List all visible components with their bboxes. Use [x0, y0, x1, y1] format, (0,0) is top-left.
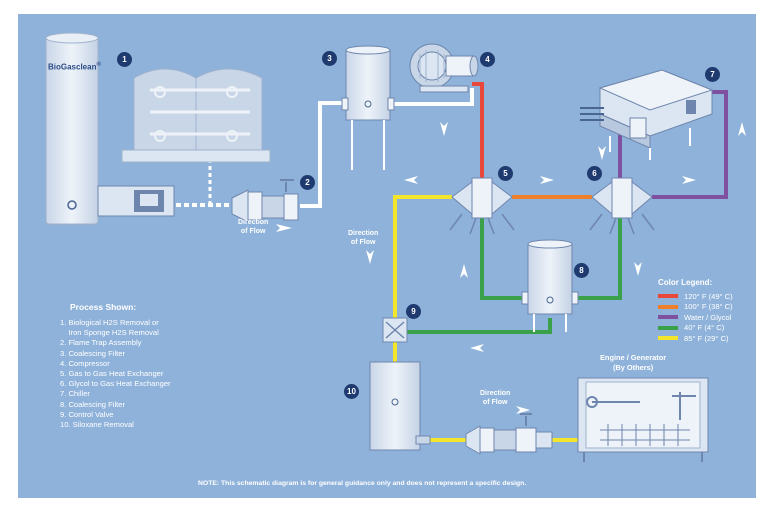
legend-swatch [658, 294, 678, 299]
badge-3: 3 [322, 51, 337, 66]
engine-generator-title: Engine / Generator (By Others) [600, 353, 666, 372]
badge-5: 5 [498, 166, 513, 181]
flame-trap-assembly-2 [465, 413, 553, 455]
legend-row: 120° F (49° C) [658, 291, 733, 302]
pipe-green-filter8-to-valve [404, 318, 552, 334]
arrow-up-icon [738, 122, 746, 136]
badge-9: 9 [406, 304, 421, 319]
flow-label-line2: of Flow [240, 227, 266, 235]
flow-arrows [276, 122, 746, 414]
chiller [580, 69, 714, 160]
brand-logo-text: BioGasclean® [48, 62, 101, 72]
heat-exchanger-5 [449, 177, 515, 235]
legend-title: Color Legend: [658, 278, 713, 287]
legend-swatch [658, 315, 678, 320]
pipe-purple-return [652, 90, 728, 199]
legend-row: 40° F (4° C) [658, 323, 733, 334]
legend-label: 100° F (38° C) [684, 302, 733, 312]
process-item: 3. Coalescing Filter [60, 348, 125, 358]
arrow-down-icon [440, 122, 448, 136]
heat-exchanger-6 [589, 177, 655, 235]
arrow-right-icon [516, 406, 530, 414]
arrow-down-icon [366, 250, 374, 264]
arrow-right-icon [682, 176, 696, 184]
compressor [409, 43, 479, 93]
flow-label-2: Direction of Flow [348, 230, 378, 247]
badge-6: 6 [587, 166, 602, 181]
process-list: 1. Biological H2S Removal or Iron Sponge… [60, 318, 171, 430]
process-item: 9. Control Valve [60, 409, 114, 419]
pipe-yellow-hx5-to-valve [393, 195, 452, 318]
process-item: 4. Compressor [60, 358, 110, 368]
flow-label-line2: of Flow [482, 398, 508, 406]
arrow-left-icon [470, 344, 484, 352]
legend-label: 40° F (4° C) [684, 323, 725, 333]
bioreactor-domes [121, 68, 271, 163]
legend-row: 85° F (29° C) [658, 333, 733, 344]
color-legend: Color Legend: 120° F (49° C) 100° F (38°… [658, 278, 733, 344]
arrow-right-icon [540, 176, 554, 184]
process-item: 5. Gas to Gas Heat Exchanger [60, 369, 164, 379]
badge-1: 1 [117, 52, 132, 67]
engine-title-line2: (By Others) [612, 362, 654, 372]
pipe-green-hx5-to-filter8 [480, 214, 522, 300]
flow-label-line2: of Flow [350, 238, 376, 246]
siloxane-removal-vessel [369, 361, 431, 451]
engine-generator [577, 377, 709, 462]
process-item: 10. Siloxane Removal [60, 420, 134, 430]
disclaimer-note: NOTE: This schematic diagram is for gene… [198, 480, 527, 487]
badge-7: 7 [705, 67, 720, 82]
flow-label-line1: Direction [480, 390, 511, 397]
pipe-red [472, 82, 484, 182]
coalescing-filter-8 [521, 239, 579, 332]
arrow-left-icon [404, 176, 418, 184]
process-title: Process Shown: [70, 302, 137, 312]
badge-10: 10 [344, 384, 359, 399]
control-panel [97, 185, 175, 217]
flow-label-1: Direction of Flow [238, 219, 268, 236]
pipe-white-filter-to-compressor [390, 88, 474, 106]
legend-row: 100° F (38° C) [658, 302, 733, 313]
arrow-down-icon [634, 262, 642, 276]
brand-mark: ® [96, 62, 101, 68]
coalescing-filter-3 [341, 45, 395, 170]
legend-swatch [658, 336, 678, 341]
arrow-up-icon [460, 264, 468, 278]
pipe-white-flame-trap-to-filter [300, 101, 346, 208]
badge-2: 2 [300, 175, 315, 190]
badge-8: 8 [574, 263, 589, 278]
pipe-green-hx6-to-filter8 [578, 214, 622, 300]
biogasclean-tank [45, 32, 99, 225]
flow-label-line1: Direction [348, 230, 379, 237]
legend-row: Water / Glycol [658, 312, 733, 323]
process-item: 6. Glycol to Gas Heat Exchanger [60, 379, 171, 389]
legend-label: 120° F (49° C) [684, 291, 733, 301]
badge-4: 4 [480, 52, 495, 67]
flame-trap-assembly [231, 179, 299, 223]
engine-title-line1: Engine / Generator [600, 353, 667, 362]
legend-swatch [658, 325, 678, 330]
arrow-right-icon [276, 224, 292, 232]
process-item: 1. Biological H2S Removal or [60, 318, 159, 327]
flow-label-3: Direction of Flow [480, 390, 510, 407]
arrow-down-icon [598, 146, 606, 160]
legend-swatch [658, 304, 678, 309]
brand-name: BioGasclean [48, 62, 97, 72]
control-valve [382, 317, 408, 343]
process-item: 7. Chiller [60, 389, 90, 399]
process-item: Iron Sponge H2S Removal [60, 328, 159, 338]
process-item: 8. Coalescing Filter [60, 399, 125, 409]
legend-label: Water / Glycol [684, 312, 732, 322]
process-item: 2. Flame Trap Assembly [60, 338, 142, 348]
legend-label: 85° F (29° C) [684, 333, 729, 343]
flow-label-line1: Direction [238, 219, 269, 226]
